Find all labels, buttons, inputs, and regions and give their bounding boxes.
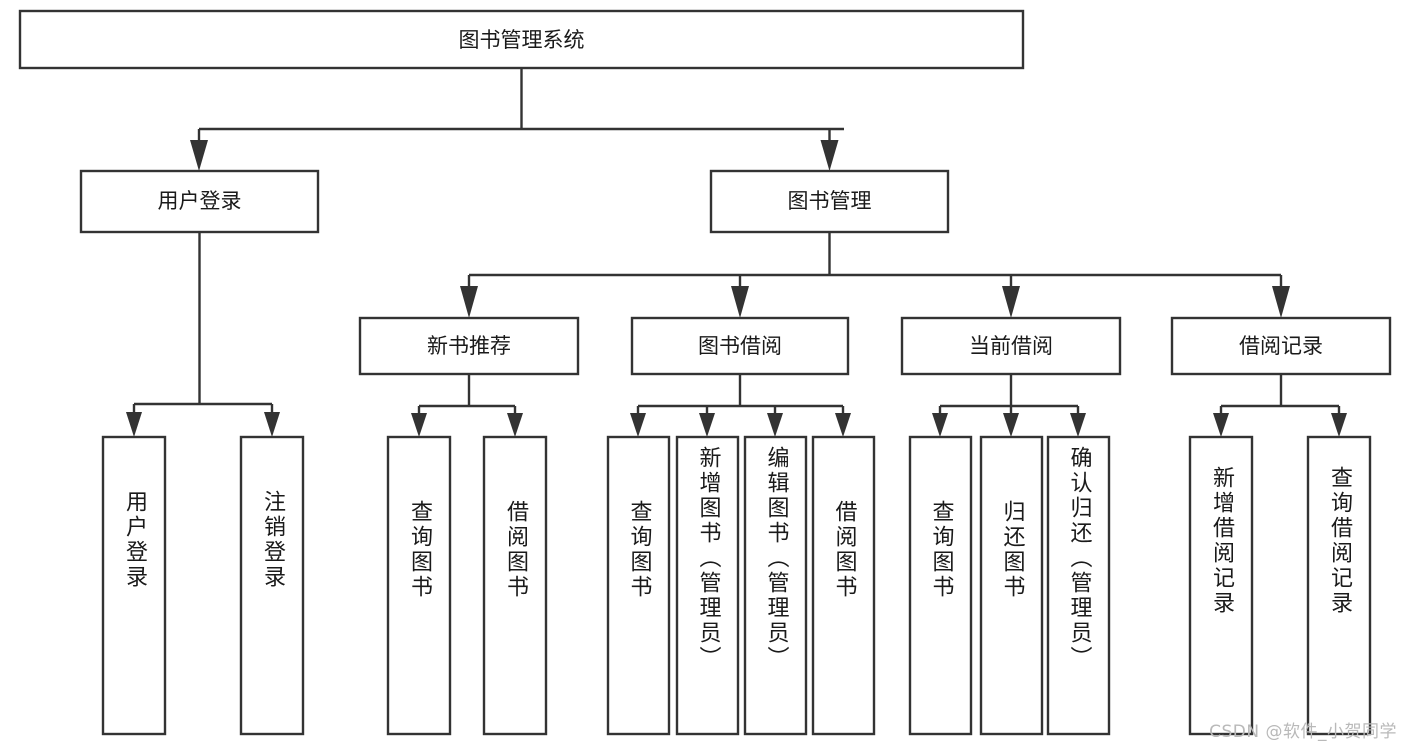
arrowhead-leaf-add-book <box>699 413 715 437</box>
arrowhead-leaf-query-book-1 <box>411 413 427 437</box>
arrowhead-leaf-query-record <box>1331 413 1347 437</box>
connector-currentborrow-to-leaves <box>932 374 1086 437</box>
leaf-box-borrow-book-1[interactable] <box>482 435 548 736</box>
leaf-node-boxes <box>101 435 1372 736</box>
node-user-login[interactable]: 用户登录 <box>79 169 320 234</box>
node-root-box <box>18 9 1025 70</box>
arrowhead-leaf-add-record <box>1213 413 1229 437</box>
leaf-box-query-book-2[interactable] <box>606 435 671 736</box>
node-borrow-records[interactable]: 借阅记录 <box>1170 316 1392 376</box>
leaf-box-return-book[interactable] <box>979 435 1044 736</box>
node-book-management[interactable]: 图书管理 <box>709 169 950 234</box>
leaf-box-add-book-admin[interactable] <box>675 435 740 736</box>
node-new-book-recommend-label: 新书推荐 <box>427 334 511 358</box>
arrowhead-to-borrow-records <box>1272 286 1290 318</box>
leaf-box-query-borrow-record[interactable] <box>1306 435 1372 736</box>
node-current-borrow[interactable]: 当前借阅 <box>900 316 1122 376</box>
connector-userlogin-to-leaves <box>126 232 280 437</box>
node-book-borrow-box <box>630 316 850 376</box>
arrowhead-to-user-login <box>190 140 208 171</box>
connector-borrowrecords-to-leaves <box>1213 374 1347 437</box>
arrowhead-leaf-user-login <box>126 412 142 437</box>
leaf-box-add-borrow-record[interactable] <box>1188 435 1254 736</box>
arrowhead-leaf-logout <box>264 412 280 437</box>
node-current-borrow-label: 当前借阅 <box>969 334 1053 358</box>
connector-root-to-level1 <box>190 68 844 171</box>
arrowhead-to-new-book-rec <box>460 286 478 318</box>
node-book-management-box <box>709 169 950 234</box>
node-root-book-management-system[interactable]: 图书管理系统 <box>18 9 1025 70</box>
connector-bookborrow-to-leaves <box>630 374 851 437</box>
leaf-box-confirm-return-admin[interactable] <box>1046 435 1111 736</box>
arrowhead-leaf-query-book-2 <box>630 413 646 437</box>
node-borrow-records-box <box>1170 316 1392 376</box>
leaf-box-logout[interactable] <box>239 435 305 736</box>
connector-bookmgmt-to-level2 <box>460 232 1290 318</box>
leaf-box-borrow-book-2[interactable] <box>811 435 876 736</box>
arrowhead-leaf-confirm-return <box>1070 413 1086 437</box>
node-new-book-recommend-box <box>358 316 580 376</box>
csdn-watermark: CSDN @软件_小贺同学 <box>1209 722 1397 742</box>
arrowhead-leaf-query-book-3 <box>932 413 948 437</box>
node-book-borrow-label: 图书借阅 <box>698 334 782 358</box>
leaf-box-user-login[interactable] <box>101 435 167 736</box>
node-borrow-records-label: 借阅记录 <box>1239 334 1323 358</box>
node-current-borrow-box <box>900 316 1122 376</box>
arrowhead-leaf-borrow-book-1 <box>507 413 523 437</box>
leaf-box-edit-book-admin[interactable] <box>743 435 808 736</box>
leaf-box-query-book-3[interactable] <box>908 435 973 736</box>
arrowhead-to-current-borrow <box>1002 286 1020 318</box>
node-book-borrow[interactable]: 图书借阅 <box>630 316 850 376</box>
arrowhead-leaf-borrow-book-2 <box>835 413 851 437</box>
arrowhead-to-book-mgmt <box>820 140 839 171</box>
arrowhead-leaf-return-book <box>1003 413 1019 437</box>
arrowhead-leaf-edit-book <box>767 413 783 437</box>
connector-newbook-to-leaves <box>411 374 523 437</box>
node-user-login-box <box>79 169 320 234</box>
node-root-label: 图书管理系统 <box>459 28 585 52</box>
node-user-login-label: 用户登录 <box>158 189 242 213</box>
leaf-box-query-book-1[interactable] <box>386 435 452 736</box>
node-new-book-recommend[interactable]: 新书推荐 <box>358 316 580 376</box>
node-book-management-label: 图书管理 <box>788 189 872 213</box>
arrowhead-to-book-borrow <box>731 286 749 318</box>
